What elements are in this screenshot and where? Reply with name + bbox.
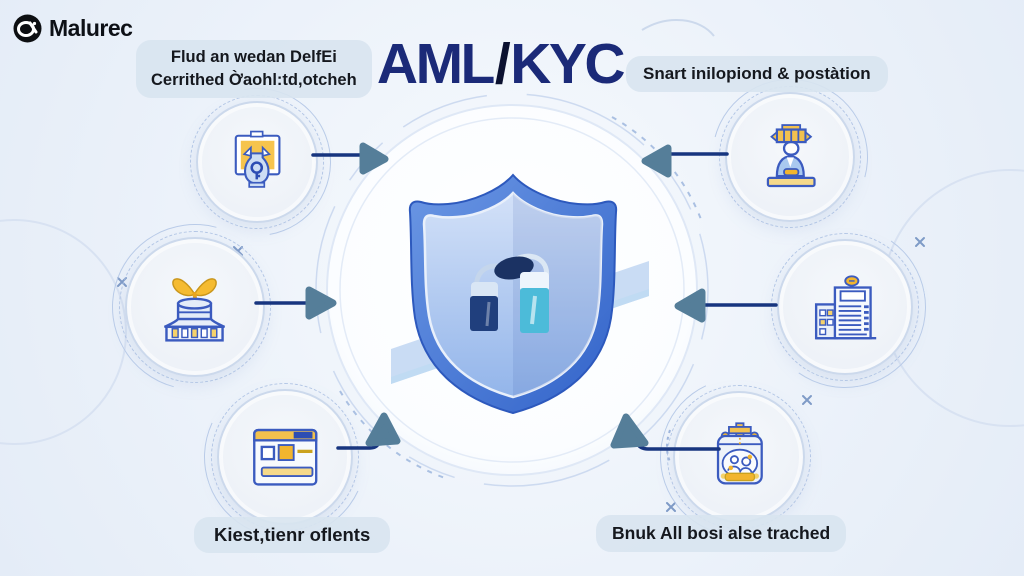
callout-bottom-left: Kiest,tienr oflents bbox=[194, 517, 391, 553]
callout-top-left: Flud an wedan DelfEi Cerrithed Ờaohl:td,… bbox=[136, 40, 372, 98]
certificate-frame-icon bbox=[234, 130, 281, 189]
title-slash: / bbox=[494, 32, 511, 96]
node-form bbox=[211, 383, 359, 531]
node-certificate bbox=[190, 95, 324, 229]
clients-box-icon bbox=[716, 422, 763, 485]
shield-icon bbox=[408, 173, 618, 415]
title-right: KYC bbox=[510, 32, 625, 96]
node-clients bbox=[667, 385, 811, 529]
callout-top-left-line2: Cerrithed Ờaohl:td,otcheh bbox=[151, 70, 357, 89]
page-title: AML/KYC bbox=[376, 31, 626, 97]
form-window-icon bbox=[252, 428, 318, 486]
padlocks-icon bbox=[470, 253, 550, 333]
edge-arc-left bbox=[0, 219, 127, 445]
official-person-icon bbox=[766, 123, 816, 187]
callout-top-right: Snart inilopiond & postàtion bbox=[626, 56, 888, 92]
node-official bbox=[719, 86, 861, 228]
title-left: AML bbox=[376, 32, 495, 96]
node-bank bbox=[771, 233, 919, 381]
bank-ledger-building-icon bbox=[814, 275, 876, 340]
award-pedestal-icon bbox=[164, 278, 226, 343]
node-award bbox=[119, 231, 271, 383]
decorative-arc bbox=[641, 19, 715, 37]
brand-logo-icon bbox=[13, 14, 42, 43]
callout-top-left-line1: Flud an wedan DelfEi bbox=[170, 48, 337, 66]
brand-name: Malurec bbox=[49, 15, 133, 41]
brand-logo: Malurec bbox=[13, 14, 133, 43]
callout-bottom-right: Bnuk All bosi alse trached bbox=[596, 515, 847, 552]
